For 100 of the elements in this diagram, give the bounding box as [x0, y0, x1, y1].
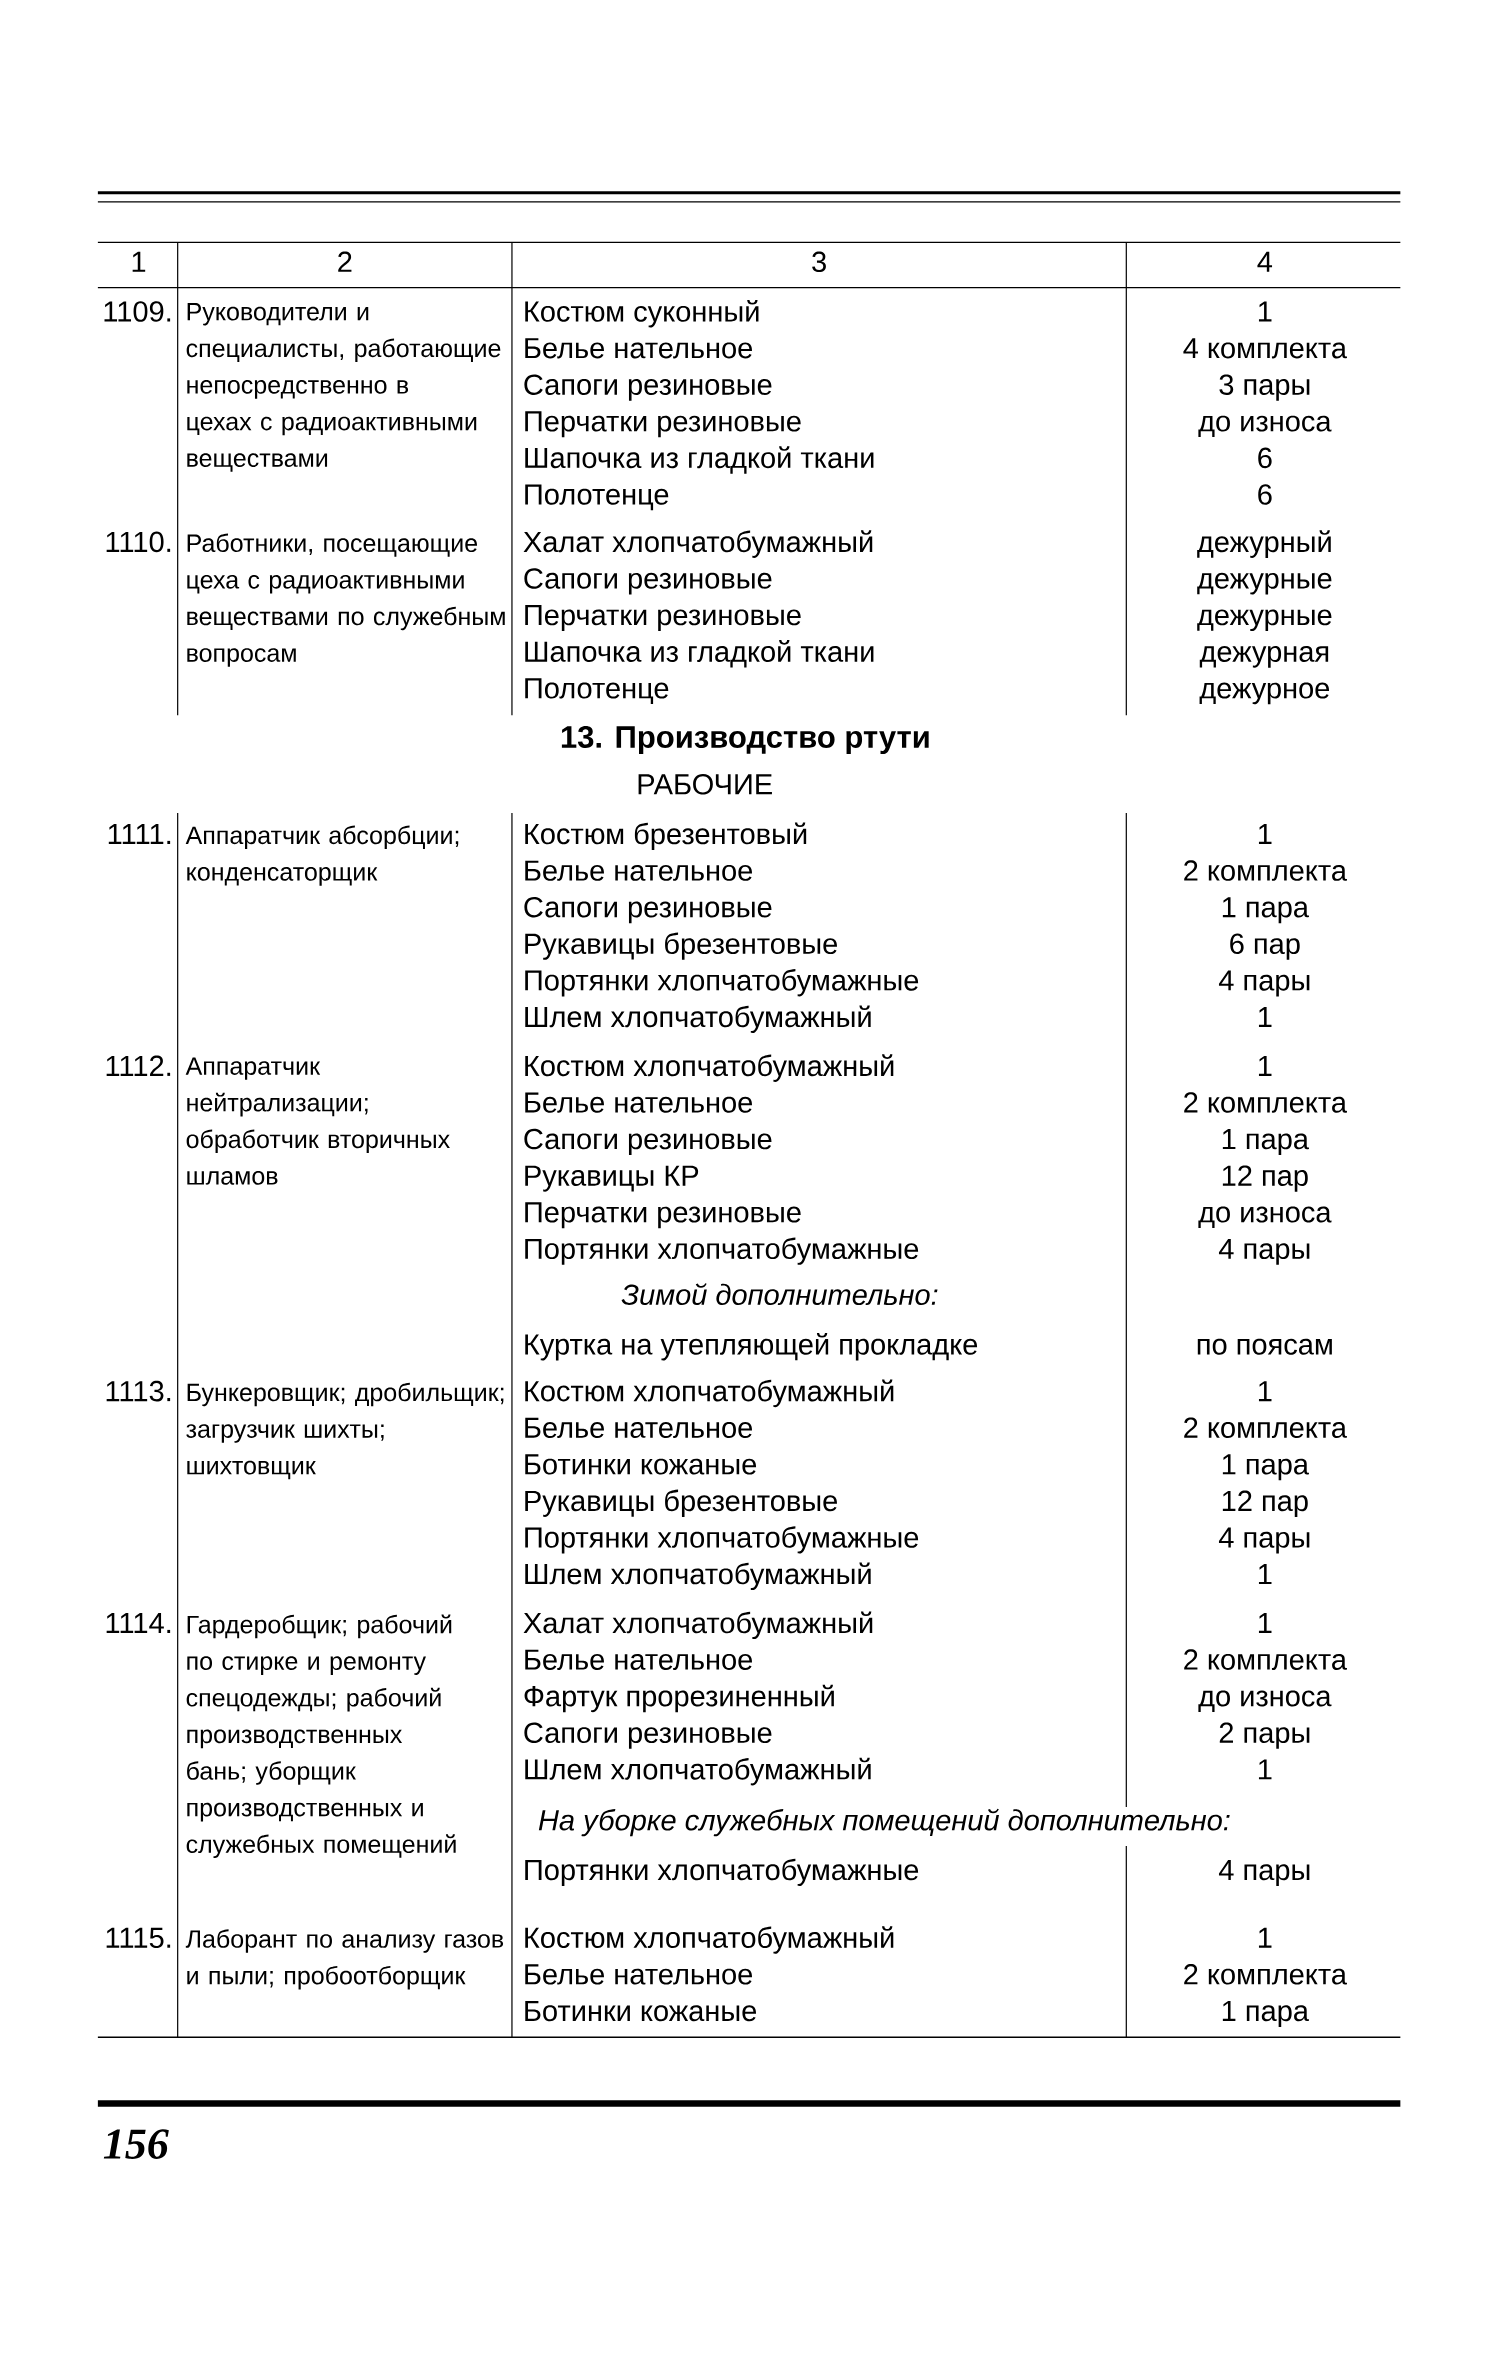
table-cell: 4 пары — [1219, 1238, 1310, 1265]
row-number: 1112. — [106, 1055, 171, 1076]
table-cell: Костюм хлопчатобумажный — [525, 1054, 894, 1082]
table-cell: 12 пар — [1223, 1165, 1308, 1192]
table-cell: 4 пары — [1219, 970, 1310, 997]
row-number: 1111. — [108, 824, 171, 844]
table-cell: Сапоги резиновые — [524, 1722, 772, 1749]
table-header-cell: 4 — [1257, 251, 1273, 272]
table-cell: 1 — [1259, 1381, 1272, 1402]
table-header-cell: 3 — [812, 251, 827, 273]
table-cell: 1 — [1259, 824, 1272, 844]
table-cell: Ботинки кожаные — [525, 1454, 757, 1475]
table-cell: Рукавицы брезентовые — [525, 932, 838, 960]
table-cell: Рукавицы брезентовые — [525, 1489, 838, 1517]
table-cell: 2 комплекта — [1184, 1092, 1348, 1113]
table-header-cell: 2 — [338, 251, 352, 272]
table-cell: Шлем хлопчатобумажный — [525, 1757, 871, 1786]
table-cell: 3 пары — [1219, 374, 1310, 401]
table-cell: Шапочка из гладкой ткани — [525, 446, 874, 474]
row-number: 1113. — [106, 1380, 171, 1402]
table-cell: Шапочка из гладкой ткани — [525, 640, 874, 668]
table-cell: Белье нательное — [525, 1417, 753, 1438]
subheading: Зимой дополнительно: — [621, 1283, 938, 1306]
table-cell: Сапоги резиновые — [524, 1128, 772, 1156]
table-cell: дежурный — [1197, 530, 1331, 558]
table-cell: 1 пара — [1223, 1454, 1310, 1481]
row-number: 1115. — [106, 1927, 171, 1948]
table-cell: Аппаратчик нейтрализации; обработчик вторичных шламов — [185, 1057, 451, 1185]
table-cell: 1 — [1259, 1927, 1272, 1948]
table-cell: 1 — [1259, 301, 1272, 322]
page-number: 156 — [103, 2129, 169, 2159]
table-cell: 1 пара — [1223, 2000, 1310, 2027]
row-number: 1110. — [106, 531, 171, 553]
table-cell: дежурное — [1199, 682, 1330, 705]
table-cell: Гардеробщик; рабочий по стирке и ремонту спецодежды; рабочий производственных бань; уборщик производственных и служебных помещений — [186, 1614, 456, 1858]
section-subheading: РАБОЧИЕ — [638, 774, 773, 795]
table-cell: Костюм суконный — [525, 299, 759, 328]
row-number: 1114. — [106, 1613, 171, 1633]
table-cell: Халат хлопчатобумажный — [523, 530, 873, 558]
table-cell: Перчатки резиновые — [525, 1202, 801, 1229]
table-cell: 6 — [1258, 484, 1272, 505]
table-cell: Сапоги резиновые — [524, 568, 772, 595]
table-cell: Костюм хлопчатобумажный — [525, 1926, 894, 1954]
table-cell: Полотенце — [525, 484, 669, 511]
table-cell: 2 комплекта — [1184, 1417, 1348, 1438]
table-cell: Белье нательное — [525, 860, 753, 881]
table-cell: Ботинки кожаные — [525, 2000, 757, 2022]
row-number: 1109. — [104, 301, 171, 322]
table-cell: Сапоги резиновые — [524, 374, 772, 401]
table-cell: Халат хлопчатобумажный — [523, 1611, 873, 1640]
table-cell: 6 пар — [1230, 933, 1300, 960]
table-cell: 4 пары — [1219, 1527, 1310, 1554]
table-cell: Портянки хлопчатобумажные — [525, 1526, 919, 1554]
table-cell: Белье нательное — [525, 1964, 753, 1985]
table-cell: Работники, посещающие цеха с радиоактивными веществами по служебным вопросам — [187, 533, 505, 667]
table-cell: до износа — [1198, 1206, 1332, 1228]
table-cell: Лаборант по анализу газов и пыли; пробоотборщик — [185, 1929, 504, 1990]
table-cell: Сапоги резиновые — [524, 896, 772, 924]
table-cell: 1 пара — [1223, 1129, 1310, 1156]
table-cell: Портянки хлопчатобумажные — [525, 969, 919, 997]
table-cell: 2 пары — [1219, 1722, 1310, 1749]
table-cell: Белье нательное — [525, 1649, 753, 1670]
section-heading: 13. Производство ртути — [562, 726, 929, 755]
table-cell: Портянки хлопчатобумажные — [525, 1237, 919, 1265]
table-cell: дежурная — [1199, 646, 1329, 668]
table-cell: 6 — [1258, 447, 1272, 469]
table-cell: 1 пара — [1223, 897, 1310, 924]
table-cell: Аппаратчик абсорбции; конденсаторщик — [185, 825, 459, 886]
table-cell: Портянки хлопчатобумажные — [525, 1858, 919, 1886]
table-cell: дежурные — [1197, 572, 1332, 595]
table-cell: 2 комплекта — [1184, 860, 1348, 881]
table-cell: Руководители и специалисты, работающие непосредственно в цехах с радиоактивными веществами — [186, 303, 501, 472]
table-cell: Костюм хлопчатобумажный — [525, 1379, 894, 1408]
table-cell: Белье нательное — [525, 338, 753, 359]
table-cell: 1 — [1259, 1055, 1272, 1076]
table-cell: 1 — [1259, 1564, 1272, 1585]
table-cell: до износа — [1198, 1690, 1332, 1712]
table-cell: Перчатки резиновые — [525, 411, 801, 438]
table-cell: 12 пар — [1223, 1490, 1308, 1517]
table-cell: 2 комплекта — [1184, 1649, 1348, 1670]
table-cell: Куртка на утепляющей прокладке — [525, 1332, 978, 1361]
table-cell: до износа — [1198, 415, 1332, 438]
table-cell: 4 пары — [1219, 1860, 1310, 1886]
table-cell: Полотенце — [525, 678, 669, 704]
table-header-cell: 1 — [132, 251, 146, 272]
table-cell: 1 — [1259, 1759, 1272, 1780]
table-cell: Белье нательное — [525, 1092, 753, 1113]
table-cell: по поясам — [1197, 1338, 1332, 1355]
table-cell: Шлем хлопчатобумажный — [525, 1005, 871, 1033]
subheading: На уборке служебных помещений дополнительно: — [538, 1808, 1230, 1837]
table-cell: 2 комплекта — [1184, 1964, 1348, 1985]
table-cell: дежурные — [1197, 609, 1332, 632]
table-cell: Перчатки резиновые — [525, 605, 801, 632]
table-cell: Костюм брезентовый — [525, 822, 807, 850]
table-cell: Бункеровщик; дробильщик; загрузчик шихты; шихтовщик — [186, 1382, 504, 1480]
table-cell: 4 комплекта — [1183, 338, 1348, 359]
table-cell: Шлем хлопчатобумажный — [525, 1562, 871, 1591]
table-cell: 1 — [1259, 1007, 1272, 1027]
table-cell: Фартук прорезиненный — [524, 1684, 834, 1713]
table-cell: 1 — [1259, 1613, 1272, 1633]
